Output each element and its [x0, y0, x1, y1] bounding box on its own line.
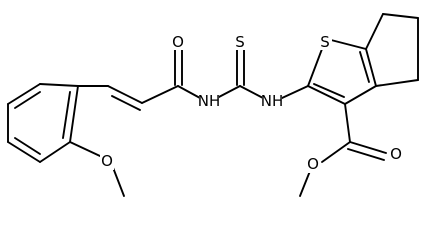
- thiourea-nitrogen: NH: [261, 92, 284, 110]
- thiophene-c2-s-bond: [307, 48, 323, 87]
- amide-carbonyl-oxygen-label: O: [172, 33, 184, 51]
- methoxy-oxygen-label: O: [101, 152, 113, 170]
- ester-oxygen-to-methyl-bond: [299, 170, 311, 197]
- benzene-bond-1: [39, 83, 79, 87]
- ester-ether-oxygen: O: [306, 155, 320, 173]
- methoxy-oxygen: O: [100, 152, 114, 170]
- thiourea-sulfur: S: [233, 32, 248, 51]
- thiophene-sulfur-label: S: [320, 33, 330, 51]
- thiophene-sulfur: S: [318, 33, 332, 51]
- ester-carbonyl-bond-a: [349, 141, 387, 154]
- thiophene-c3-c2-bond: [307, 85, 346, 105]
- thiophene-double-c3a-c7a: [359, 51, 370, 83]
- benzene-double-2: [14, 137, 41, 155]
- thiourea-nitrogen-label: NH: [261, 92, 284, 110]
- methoxy-oxygen-to-methyl-bond: [111, 164, 125, 197]
- ester-carbonyl-oxygen: O: [389, 145, 403, 163]
- thiophene-s-c7a-bond: [330, 39, 367, 50]
- amide-nitrogen-label: NH: [198, 92, 221, 110]
- benzene-double-1: [14, 91, 41, 109]
- cyclopentane-bond-2: [382, 13, 419, 19]
- ring-to-methoxy-oxygen-bond: [69, 141, 101, 157]
- c3-to-ester-carbon-bond: [344, 103, 351, 143]
- benzene-bond-2: [7, 83, 41, 105]
- atom-label-layer: O S NH NH S O O O: [100, 32, 403, 173]
- nh-to-thiophene-bond: [281, 85, 309, 99]
- carbonyl-to-nh-bond: [177, 85, 201, 99]
- thiophene-double-c2-c3: [313, 83, 345, 98]
- benzene-bond-5: [39, 141, 71, 163]
- bond-layer: [7, 13, 419, 197]
- amide-nitrogen: NH: [198, 92, 221, 110]
- benzene-bond-6: [69, 85, 79, 143]
- amide-carbonyl-oxygen: O: [171, 32, 186, 51]
- benzene-double-3: [62, 91, 71, 139]
- ester-carbonyl-bond-b: [347, 148, 385, 161]
- cyclopentane-bond-1: [365, 13, 384, 50]
- benzene-bond-4: [7, 141, 41, 163]
- vinyl-double-bond-lower: [111, 95, 141, 111]
- thiourea-sulfur-label: S: [235, 33, 245, 51]
- ester-carbonyl-oxygen-label: O: [390, 145, 402, 163]
- nh-to-thiocarbonyl-bond: [216, 85, 241, 99]
- ester-carbon-to-oxygen-bond: [321, 141, 351, 163]
- vinyl-to-carbonyl-bond: [141, 85, 179, 104]
- thiocarbonyl-to-nh-bond: [239, 85, 264, 99]
- chemical-structure-diagram: O S NH NH S O O O: [7, 13, 419, 197]
- thiophene-c7a-c3a-bond: [365, 48, 377, 87]
- thiophene-c3a-c3-bond: [344, 85, 377, 105]
- vinyl-double-bond-upper: [107, 85, 143, 104]
- ester-ether-oxygen-label: O: [307, 155, 319, 173]
- cyclopentane-bond-4: [375, 79, 419, 87]
